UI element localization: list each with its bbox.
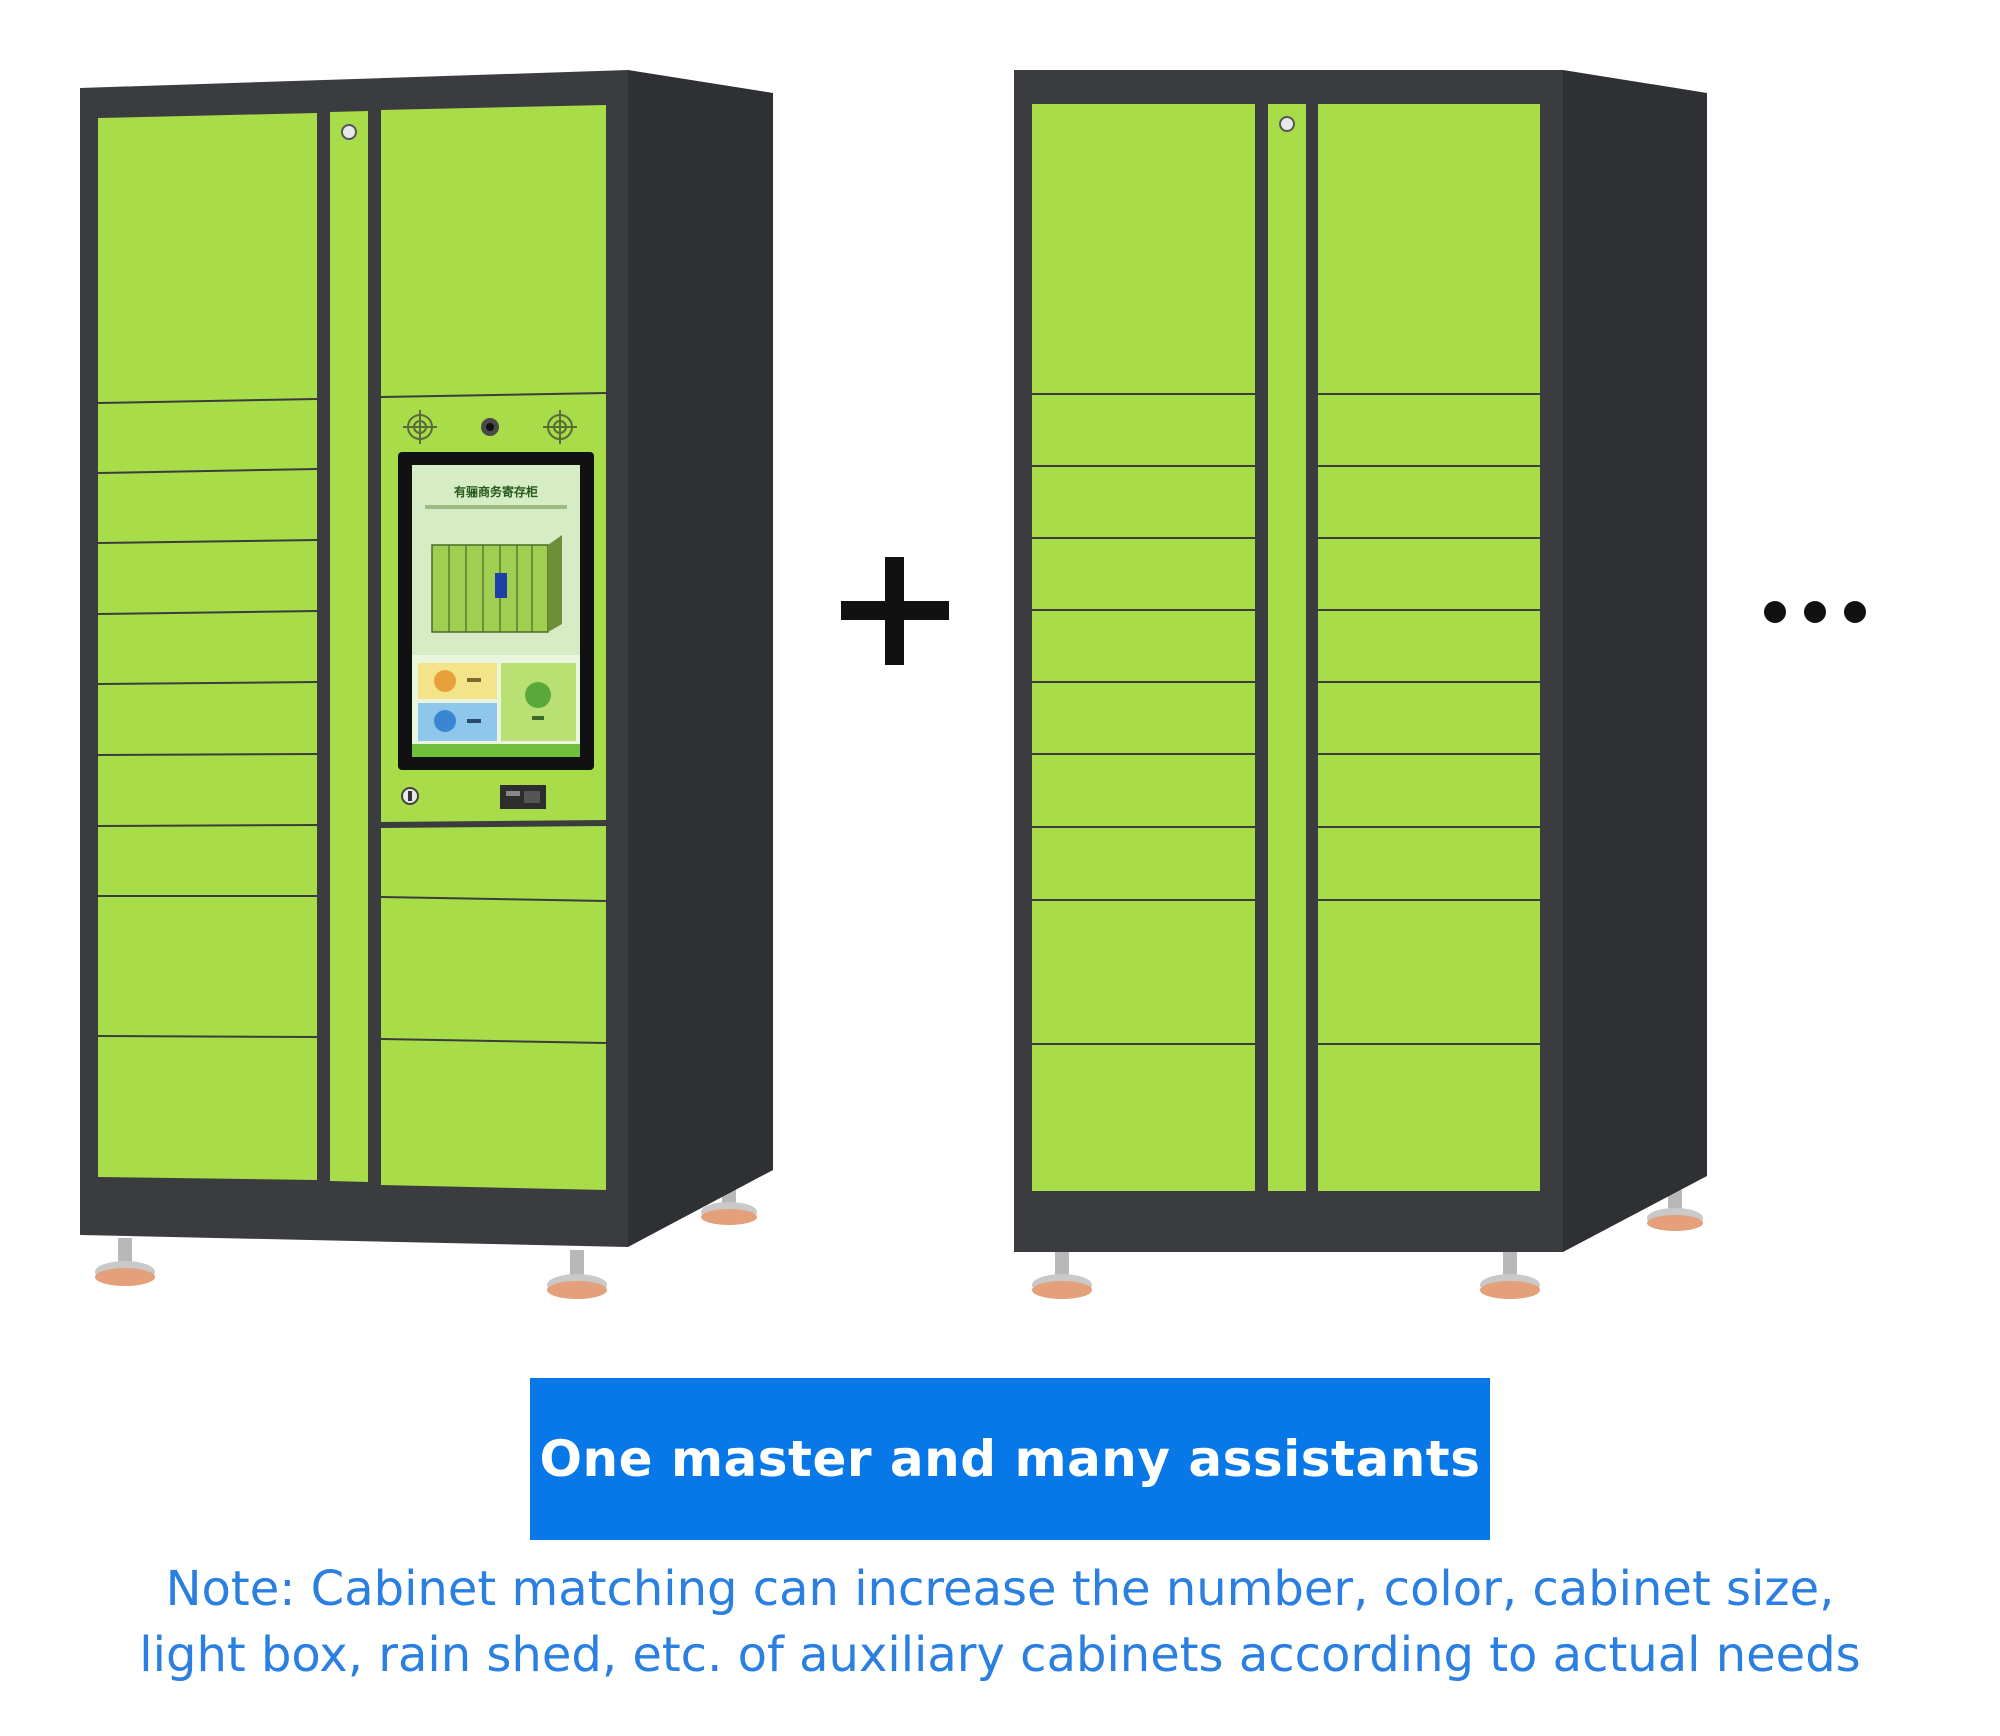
locker-door[interactable] [1318, 828, 1540, 899]
master-cabinet: 有骊商务寄存柜 [80, 70, 773, 1299]
note-line-1: Note: Cabinet matching can increase the … [165, 1561, 1835, 1617]
locker-door[interactable] [1318, 467, 1540, 537]
locker-door[interactable] [1032, 104, 1255, 393]
locker-door[interactable] [381, 898, 606, 1042]
locker-door[interactable] [98, 683, 317, 754]
locker-door[interactable] [1318, 104, 1540, 393]
locker-door[interactable] [98, 826, 317, 895]
locker-door[interactable] [1032, 467, 1255, 537]
speaker-icon [543, 410, 577, 444]
locker-door[interactable] [1032, 539, 1255, 609]
plus-icon [841, 557, 949, 665]
tile-icon [434, 670, 456, 692]
locker-door[interactable] [381, 105, 606, 396]
screen-title: 有骊商务寄存柜 [454, 484, 538, 499]
locker-door[interactable] [98, 755, 317, 825]
cabinet-foot [701, 1184, 757, 1225]
tile-icon [434, 710, 456, 732]
auxiliary-cabinet [1014, 70, 1707, 1299]
note-line-2: light box, rain shed, etc. of auxiliary … [139, 1627, 1861, 1683]
locker-door[interactable] [1318, 683, 1540, 753]
locker-door[interactable] [1032, 683, 1255, 753]
cabinet-foot [1480, 1250, 1540, 1299]
cabinet-foot [1647, 1190, 1703, 1231]
ellipsis-icon [1764, 601, 1866, 623]
lock-icon [1279, 116, 1295, 132]
cabinet-center-strip [1268, 104, 1306, 1191]
locker-door[interactable] [98, 612, 317, 683]
cabinet-side-panel [628, 70, 773, 1247]
keyhole-icon [401, 787, 419, 805]
locker-door[interactable] [98, 113, 317, 402]
screen-tile[interactable] [418, 703, 497, 741]
qr-scanner[interactable] [500, 785, 546, 809]
locker-door[interactable] [1318, 611, 1540, 681]
screen-cabinet-image [431, 535, 562, 633]
locker-door[interactable] [1032, 395, 1255, 465]
locker-door[interactable] [1032, 828, 1255, 899]
locker-door[interactable] [1032, 901, 1255, 1043]
locker-door[interactable] [1318, 539, 1540, 609]
locker-door[interactable] [98, 400, 317, 472]
tile-icon [525, 682, 551, 708]
screen-tile[interactable] [418, 663, 497, 699]
cabinet-foot [95, 1238, 155, 1286]
locker-door[interactable] [98, 897, 317, 1036]
locker-door[interactable] [1318, 755, 1540, 826]
locker-column-right [1318, 104, 1540, 1191]
locker-door[interactable] [381, 826, 606, 900]
locker-column-left [1032, 104, 1255, 1191]
camera-icon [481, 418, 499, 436]
lock-icon [341, 124, 357, 140]
locker-door[interactable] [1032, 755, 1255, 826]
locker-door[interactable] [1318, 901, 1540, 1043]
note-text: Note: Cabinet matching can increase the … [40, 1556, 1960, 1688]
cabinet-side-panel [1563, 70, 1707, 1252]
locker-door[interactable] [98, 541, 317, 613]
locker-door[interactable] [1318, 395, 1540, 465]
locker-door[interactable] [381, 1040, 606, 1190]
locker-door[interactable] [1032, 611, 1255, 681]
speaker-icon [403, 410, 437, 444]
locker-column-left [98, 113, 317, 1180]
locker-door[interactable] [98, 1037, 317, 1180]
locker-door[interactable] [98, 470, 317, 542]
banner-label: One master and many assistants [539, 1430, 1481, 1488]
cabinet-center-strip [330, 111, 368, 1182]
cabinet-foot [547, 1250, 607, 1299]
title-banner: One master and many assistants [530, 1378, 1490, 1540]
locker-door[interactable] [1032, 1045, 1255, 1191]
locker-door[interactable] [1318, 1045, 1540, 1191]
cabinet-foot [1032, 1250, 1092, 1299]
touch-screen[interactable]: 有骊商务寄存柜 [398, 452, 594, 770]
